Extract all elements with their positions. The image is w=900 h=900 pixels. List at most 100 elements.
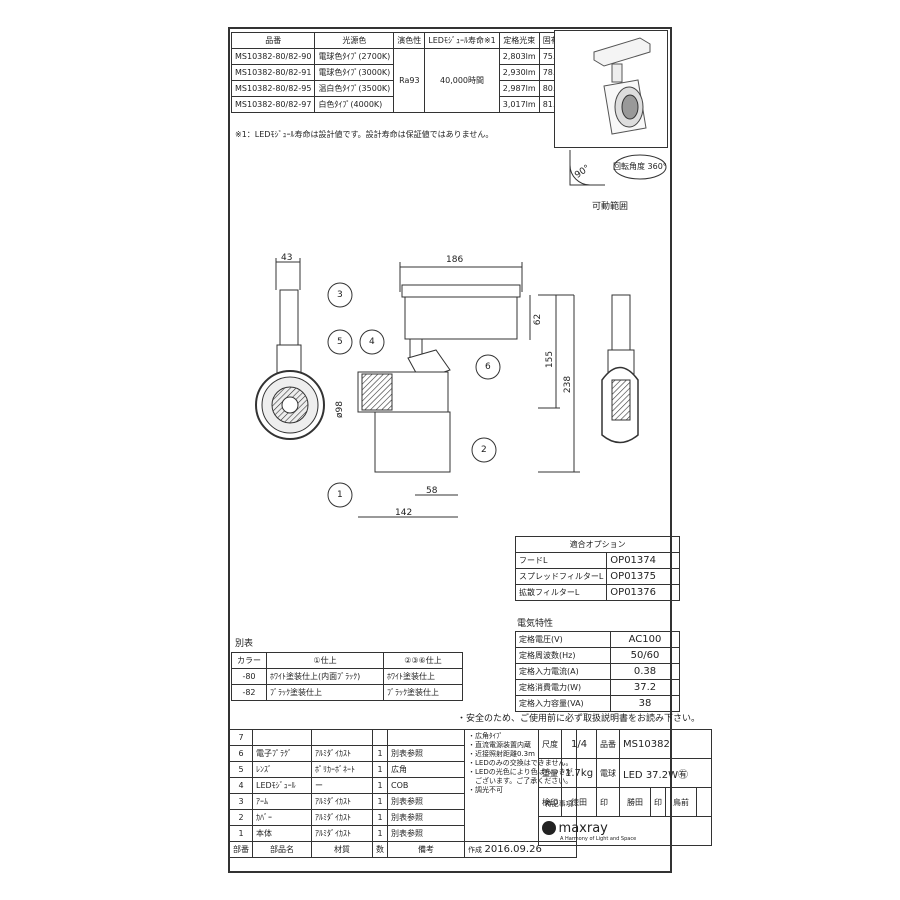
part-qty: 1 — [372, 777, 388, 794]
elec-name: 定格電圧(V) — [515, 631, 611, 648]
brand-name: maxray — [558, 820, 608, 836]
part-note: COB — [387, 777, 465, 794]
motion-range-title: 可動範囲 — [592, 202, 629, 212]
spec-model: MS10382-80/82-95 — [230, 80, 316, 97]
dim-62: 62 — [533, 313, 544, 326]
dim-58: 58 — [426, 486, 438, 496]
elec-name: 定格周波数(Hz) — [515, 647, 611, 664]
parts-header-material: 材質 — [311, 841, 373, 858]
part-no: 2 — [229, 809, 253, 826]
lamp-value: LED 37.2W㊒ — [619, 758, 713, 788]
part-note: 別表参照 — [387, 809, 465, 826]
elec-value: 0.38 — [610, 663, 680, 680]
stamp-2: 印 — [650, 787, 667, 817]
parts-header-qty: 数 — [372, 841, 388, 858]
elec-value: 50/60 — [610, 647, 680, 664]
motion-range-diagram — [569, 150, 667, 186]
brand-logo-icon — [542, 821, 556, 835]
electrical-title: 電気特性 — [517, 619, 554, 629]
part-name: 電子ﾌﾟﾗｸﾞ — [252, 745, 312, 762]
lamp-label: 電球 — [596, 758, 621, 788]
spec-color: 白色ﾀｲﾌﾟ(4000K) — [314, 96, 395, 113]
scale-value: 1/4 — [560, 729, 598, 759]
rotation-label: 回転角度 360° — [613, 162, 667, 171]
parts-table: 7 ・広角ﾀｲﾌﾟ ・直流電源装置内蔵 ・近接照射距離0.3m ・LEDのみの交… — [229, 729, 577, 858]
elec-value: AC100 — [610, 631, 680, 648]
part-name — [252, 729, 312, 746]
spec-color: 温白色ﾀｲﾌﾟ(3500K) — [314, 80, 395, 97]
note-line: ・LEDの光色により色ばらつきが — [468, 768, 573, 776]
spec-header-flux: 定格光束 — [498, 32, 540, 49]
weight-label: 重量 — [538, 758, 562, 788]
spec-flux: 2,803lm — [498, 48, 540, 65]
option-name: スプレッドフィルターL — [514, 568, 608, 585]
part-material — [311, 729, 373, 746]
part-note: 広角 — [387, 761, 465, 778]
drawing-model: MS10382 — [619, 729, 713, 759]
spec-model: MS10382-80/82-97 — [230, 96, 316, 113]
options-title: 適合オプション — [514, 536, 681, 553]
option-name: 拡散フィルターL — [514, 584, 608, 601]
model-label: 品番 — [596, 729, 621, 759]
drawing-date: 2016.09.26 — [484, 844, 542, 855]
part-note: 別表参照 — [387, 793, 465, 810]
callout-4: 4 — [369, 337, 375, 347]
part-no: 5 — [229, 761, 253, 778]
spec-flux: 3,017lm — [498, 96, 540, 113]
electrical-table: 定格電圧(V)AC100 定格周波数(Hz)50/60 定格入力電流(A)0.3… — [515, 631, 680, 712]
finish-a: ﾌﾞﾗｯｸ塗装仕上 — [266, 684, 384, 701]
note-line: ・直流電源装置内蔵 — [468, 741, 531, 749]
scale-label: 尺度 — [538, 729, 562, 759]
weight-value: 1.7kg — [560, 758, 598, 788]
part-no: 6 — [229, 745, 253, 762]
parts-header-note: 備考 — [387, 841, 465, 858]
part-note: 別表参照 — [387, 745, 465, 762]
left-view — [255, 258, 325, 440]
spec-color: 電球色ﾀｲﾌﾟ(3000K) — [314, 64, 395, 81]
brand-tagline: A Harmony of Light and Space — [560, 835, 637, 842]
front-view — [357, 262, 580, 518]
spec-ra: Ra93 — [393, 48, 426, 113]
part-material: ｱﾙﾐﾀﾞｲｶｽﾄ — [311, 745, 373, 762]
elec-name: 定格消費電力(W) — [515, 679, 611, 696]
stamp-3 — [696, 787, 713, 817]
part-no: 3 — [229, 793, 253, 810]
part-material: ー — [311, 777, 373, 794]
dim-155: 155 — [545, 350, 556, 369]
callout-1: 1 — [337, 490, 343, 500]
spec-life: 40,000時間 — [424, 48, 500, 113]
part-name: 本体 — [252, 825, 312, 842]
part-qty: 1 — [372, 825, 388, 842]
part-qty: 1 — [372, 809, 388, 826]
parts-header-no: 部番 — [229, 841, 253, 858]
stamp-1: 印 — [596, 787, 621, 817]
part-note: 別表参照 — [387, 825, 465, 842]
spec-header-cri: 演色性 — [393, 32, 426, 49]
finish-header-color: カラー — [231, 652, 267, 669]
dim-43: 43 — [281, 253, 293, 263]
part-material: ｱﾙﾐﾀﾞｲｶｽﾄ — [311, 809, 373, 826]
part-qty: 1 — [372, 793, 388, 810]
elec-name: 定格入力容量(VA) — [515, 695, 611, 712]
drawing-frame — [228, 27, 672, 873]
note-line: ・LEDのみの交換はできません。 — [468, 759, 573, 767]
note-line: ・調光不可 — [468, 786, 503, 794]
spec-header-model: 品番 — [230, 32, 316, 49]
finish-table: カラー ①仕上 ②③⑥仕上 -80 ﾎﾜｲﾄ塗装仕上(内面ﾌﾞﾗｯｸ) ﾎﾜｲﾄ… — [231, 652, 463, 701]
part-name: LEDﾓｼﾞｭｰﾙ — [252, 777, 312, 794]
spec-header-life: LEDﾓｼﾞｭｰﾙ寿命※1 — [424, 32, 500, 49]
parts-header-name: 部品名 — [252, 841, 312, 858]
right-view — [601, 294, 639, 444]
option-code: OP01374 — [606, 552, 681, 569]
part-no: 4 — [229, 777, 253, 794]
dim-186: 186 — [446, 255, 464, 265]
spec-flux: 2,930lm — [498, 64, 540, 81]
callout-3: 3 — [337, 290, 343, 300]
inspector-3: 鳥前 — [665, 787, 698, 817]
part-qty: 1 — [372, 761, 388, 778]
spec-footnote: ※1：LEDﾓｼﾞｭｰﾙ寿命は設計値です。設計寿命は保証値ではありません。 — [235, 130, 494, 139]
part-material: ﾎﾟﾘｶｰﾎﾞﾈｰﾄ — [311, 761, 373, 778]
spec-color: 電球色ﾀｲﾌﾟ(2700K) — [314, 48, 395, 65]
dim-142: 142 — [395, 508, 413, 518]
